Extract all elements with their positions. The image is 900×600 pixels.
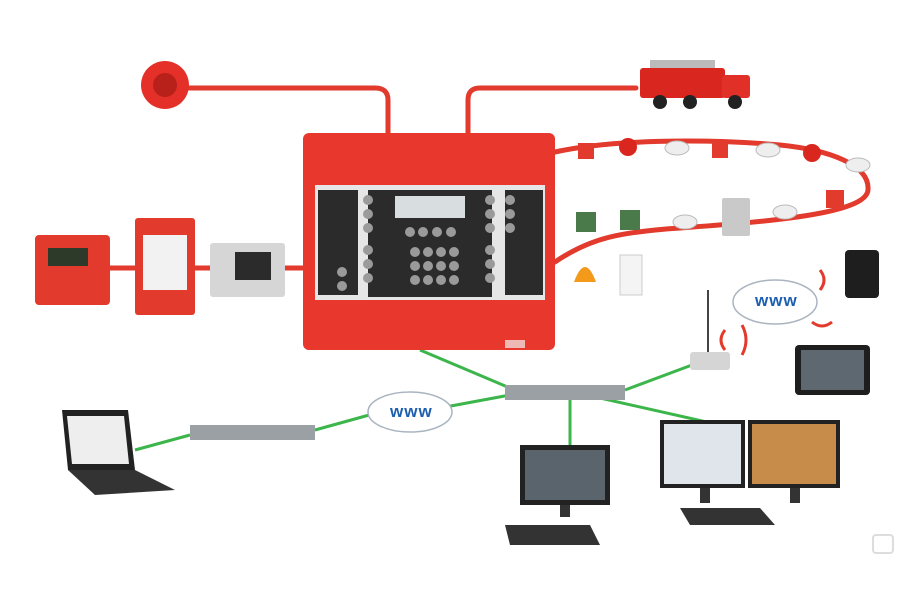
laptop <box>62 410 175 495</box>
desktop-monitor <box>505 445 610 545</box>
wireless-signals <box>719 269 833 356</box>
loop-detectors <box>574 138 871 296</box>
network-switches <box>190 290 730 440</box>
dual-monitors <box>660 420 840 525</box>
cloud-label-www: www <box>755 291 798 310</box>
siren-device <box>141 61 189 109</box>
smartphone <box>845 250 879 298</box>
fire-control-panel <box>303 133 555 350</box>
remote-panels <box>35 218 285 315</box>
fire-truck-icon <box>640 60 750 109</box>
clouds <box>367 279 818 433</box>
cloud-label-www: www <box>390 402 433 421</box>
network-cables <box>134 348 721 452</box>
watermark-logo <box>872 534 894 554</box>
